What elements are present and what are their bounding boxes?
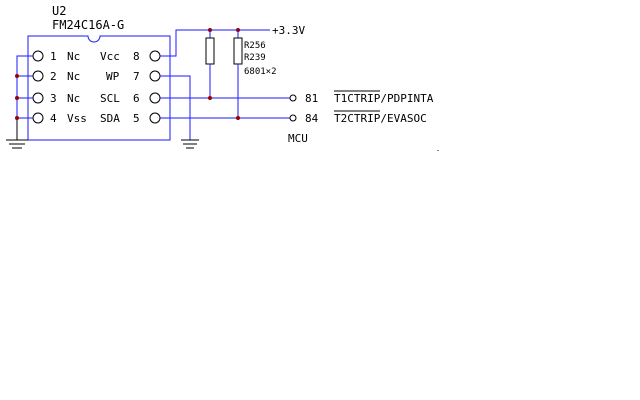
pin-6-circle (149, 92, 161, 104)
pin-7-name: WP (106, 70, 120, 83)
mcu-label: MCU (288, 132, 308, 145)
power-label: +3.3V (272, 24, 305, 37)
resistor-value: 6801×2 (244, 67, 277, 77)
pin-1-circle (32, 50, 44, 62)
pin-8-name: Vcc (100, 50, 120, 63)
pin-8-number: 8 (133, 50, 140, 63)
terminal-84-circle (289, 114, 297, 122)
terminal-81-circle (289, 94, 297, 102)
pin-7-number: 7 (133, 70, 140, 83)
vcc-power-wiring (160, 29, 270, 57)
pin-1-name: Nc (67, 50, 80, 63)
pin-5-name: SDA (100, 112, 120, 125)
pin-7-circle (149, 70, 161, 82)
pin-4-number: 4 (50, 112, 57, 125)
junction-dot-scl (208, 96, 212, 100)
signal-t1ctrip-label: T1CTRIP/PDPINTA (334, 92, 434, 105)
pin-6-name: SCL (100, 92, 120, 105)
pin-1-number: 1 (50, 50, 57, 63)
resistor-ref-1: R256 (244, 41, 266, 51)
signal-overbars (334, 90, 380, 112)
pin-5-circle (149, 112, 161, 124)
terminal-81-number: 81 (305, 92, 318, 105)
pin-4-circle (32, 112, 44, 124)
junction-dot-pin1 (15, 74, 19, 78)
resistor-ref-2: R239 (244, 53, 266, 63)
pin-8-circle (149, 50, 161, 62)
chip-part-label: FM24C16A-G (52, 18, 124, 32)
pin-5-number: 5 (133, 112, 140, 125)
resistor-r239 (233, 30, 243, 118)
junction-dot-pin4 (15, 116, 19, 120)
pin-2-number: 2 (50, 70, 57, 83)
left-pins-ground-wiring (16, 55, 33, 140)
junction-dot-sda (236, 116, 240, 120)
ground-symbol-left (6, 139, 28, 149)
signal-t2ctrip-label: T2CTRIP/EVASOC (334, 112, 427, 125)
resistor-r256 (205, 30, 215, 98)
pin-6-number: 6 (133, 92, 140, 105)
pin-2-circle (32, 70, 44, 82)
pin-2-name: Nc (67, 70, 80, 83)
chip-ref-label: U2 (52, 4, 66, 18)
pin-3-circle (32, 92, 44, 104)
pin-3-number: 3 (50, 92, 57, 105)
terminal-84-number: 84 (305, 112, 319, 125)
wp-ground-wiring (160, 75, 199, 149)
pin-3-name: Nc (67, 92, 80, 105)
chip-body (27, 35, 171, 141)
pin-4-name: Vss (67, 112, 87, 125)
junction-dot-pin2 (15, 96, 19, 100)
